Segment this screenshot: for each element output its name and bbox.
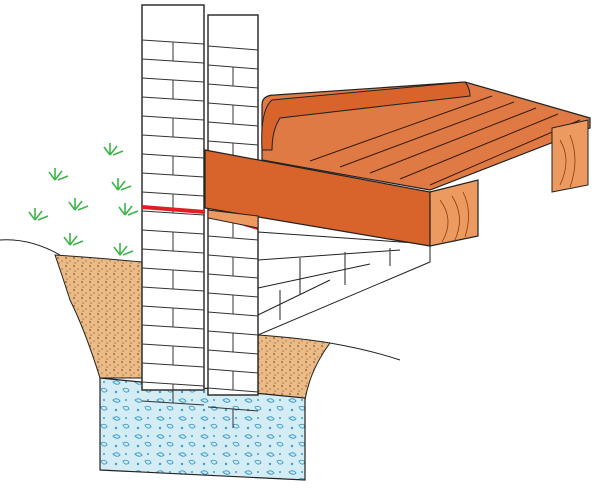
- wood-grain-icon: [559, 134, 576, 188]
- brick-joint: [309, 95, 493, 162]
- brick-joint: [207, 273, 259, 279]
- soil-left: [54, 254, 143, 379]
- grass-tufts: [28, 143, 139, 256]
- brick-joint: [207, 121, 259, 127]
- brick-joint: [207, 83, 259, 89]
- ground-line-right: [329, 342, 401, 361]
- grass-icon: [113, 243, 134, 256]
- brick-joint: [369, 107, 537, 174]
- joist-end-front: [429, 179, 479, 247]
- brick-joint: [207, 387, 259, 393]
- inner-brickwork: [257, 231, 431, 336]
- grass-icon: [118, 203, 139, 216]
- grass-icon: [48, 168, 69, 181]
- grass-icon: [111, 178, 132, 191]
- wall-plate: [207, 209, 259, 229]
- end-grain-icon: [439, 191, 469, 243]
- brick-joint: [399, 113, 559, 180]
- brick-joint: [207, 235, 259, 241]
- skirting-upturn: [261, 81, 471, 151]
- brick-joint: [339, 101, 515, 168]
- joist-end-right: [551, 119, 589, 193]
- soil-right: [257, 334, 331, 401]
- brick-joint: [207, 311, 259, 317]
- grass-icon: [68, 198, 89, 211]
- grass-icon: [103, 143, 124, 156]
- brick-joint: [207, 45, 259, 51]
- brick-joint: [207, 349, 259, 355]
- ground-line-left: [0, 239, 61, 256]
- grass-icon: [28, 208, 49, 221]
- grass-icon: [63, 233, 84, 246]
